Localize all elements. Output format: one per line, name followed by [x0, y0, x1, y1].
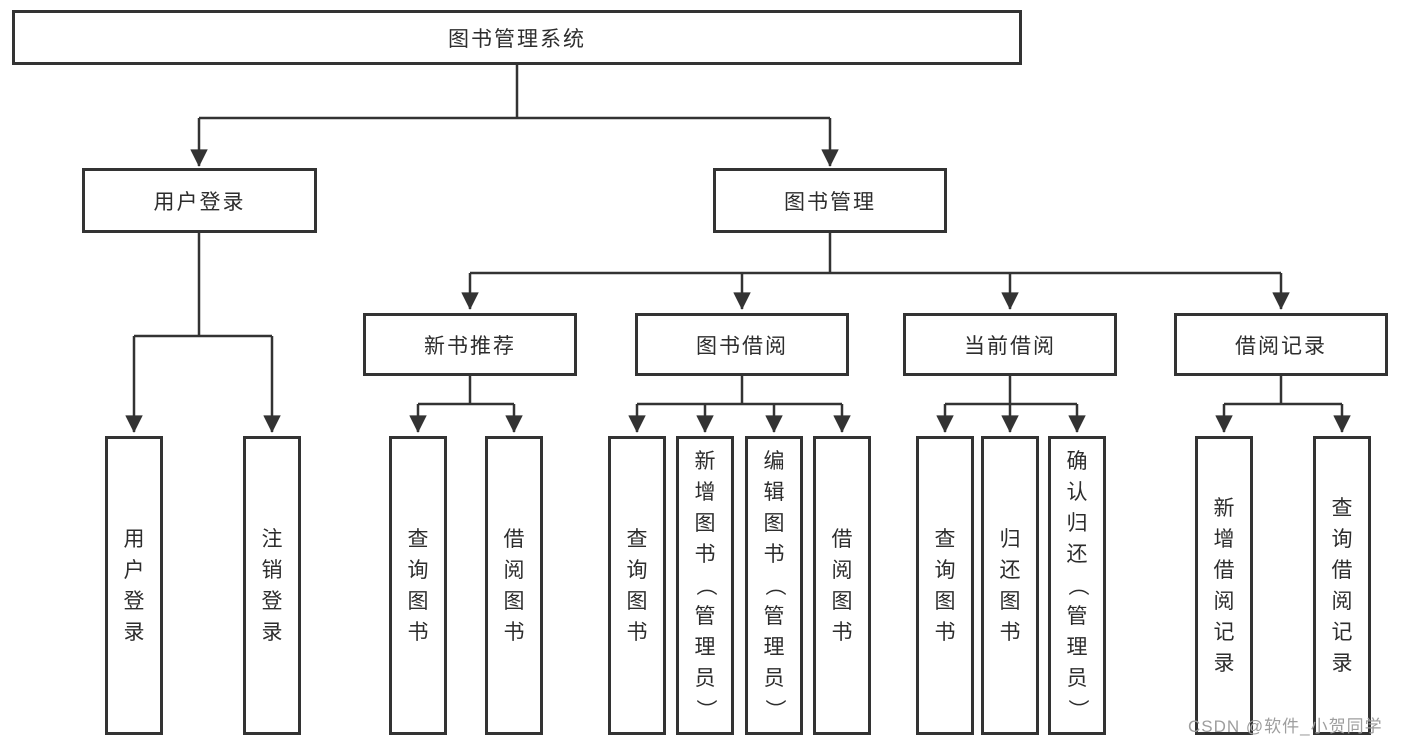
node-label: 图书管理: [784, 190, 876, 214]
leaf-return-books: 归还图书: [981, 436, 1039, 735]
leaf-search-books-recommend: 查询图书: [389, 436, 447, 735]
node-current-borrowing: 当前借阅: [903, 313, 1117, 376]
node-book-borrowing: 图书借阅: [635, 313, 849, 376]
node-borrowing-records: 借阅记录: [1174, 313, 1388, 376]
leaf-add-books-admin: 新增图书（管理员）: [676, 436, 734, 735]
node-label: 图书借阅: [696, 334, 788, 358]
node-user-login-module: 用户登录: [82, 168, 317, 233]
leaf-add-borrow-record: 新增借阅记录: [1195, 436, 1253, 735]
node-label: 图书管理系统: [448, 27, 586, 51]
leaf-edit-books-admin: 编辑图书（管理员）: [745, 436, 803, 735]
node-label: 当前借阅: [964, 334, 1056, 358]
leaf-logout: 注销登录: [243, 436, 301, 735]
node-label: 借阅记录: [1235, 334, 1327, 358]
leaf-user-login: 用户登录: [105, 436, 163, 735]
node-library-management-system: 图书管理系统: [12, 10, 1022, 65]
node-label: 新书推荐: [424, 334, 516, 358]
node-label: 用户登录: [153, 190, 246, 214]
watermark: CSDN @软件_小贺同学: [1188, 717, 1383, 736]
leaf-borrow-books: 借阅图书: [813, 436, 871, 735]
leaf-search-books-current: 查询图书: [916, 436, 974, 735]
leaf-search-borrow-record: 查询借阅记录: [1313, 436, 1371, 735]
leaf-borrow-books-recommend: 借阅图书: [485, 436, 543, 735]
node-book-management-module: 图书管理: [713, 168, 947, 233]
leaf-confirm-return-admin: 确认归还（管理员）: [1048, 436, 1106, 735]
leaf-search-books-borrowing: 查询图书: [608, 436, 666, 735]
node-new-book-recommendation: 新书推荐: [363, 313, 577, 376]
